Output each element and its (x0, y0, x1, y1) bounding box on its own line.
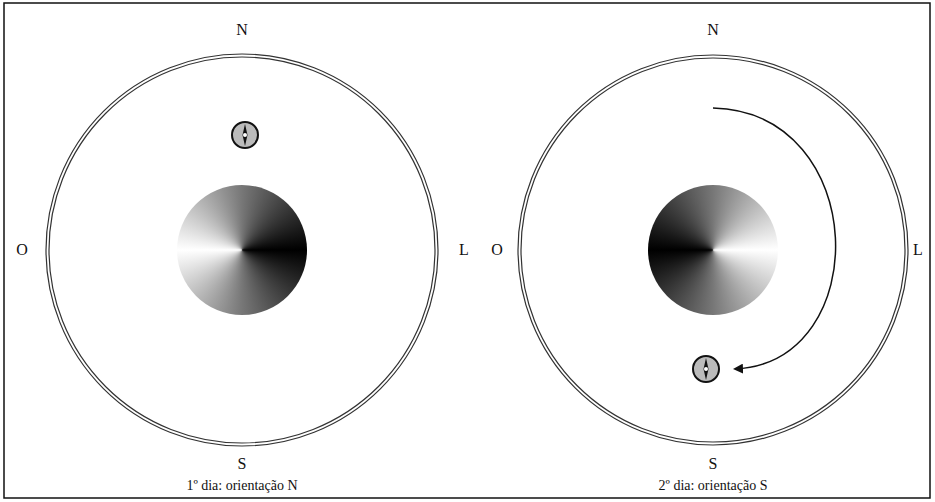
compass-point: L (913, 241, 923, 259)
compass-point: N (236, 21, 248, 39)
outer-frame (4, 3, 930, 498)
compass-symbol (232, 122, 258, 148)
panel-caption: 2º dia: orientação S (659, 478, 768, 494)
compass-point: S (709, 455, 718, 473)
compass-point: N (707, 21, 719, 39)
sun-disk (648, 185, 778, 315)
horizon-circle (46, 54, 438, 446)
sun-disk (177, 185, 307, 315)
compass-point: S (238, 455, 247, 473)
horizon-circle (521, 58, 905, 442)
compass-point: O (16, 241, 28, 259)
horizon-circle (49, 57, 435, 443)
compass-point: O (491, 241, 503, 259)
horizon-circle (518, 55, 908, 445)
compass-symbol (693, 356, 719, 382)
compass-point: L (459, 241, 469, 259)
panel-caption: 1º dia: orientação N (186, 478, 297, 494)
